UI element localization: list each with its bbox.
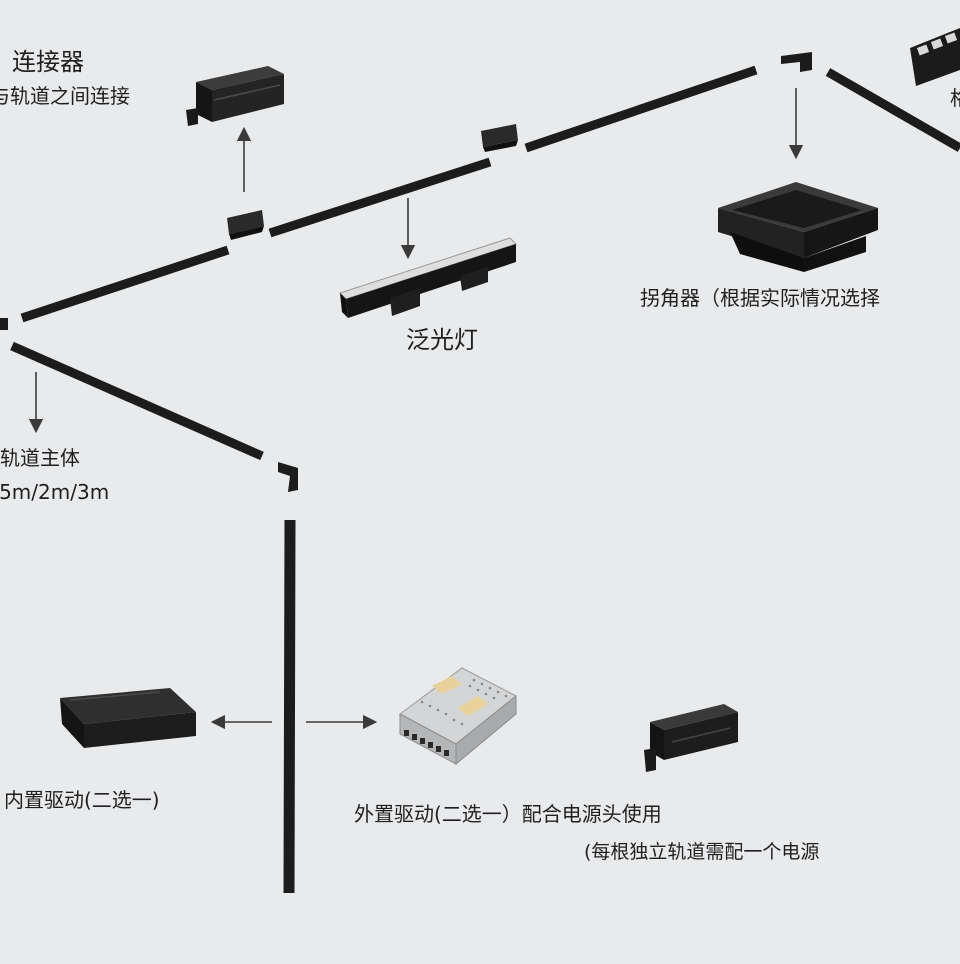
track-body-label: 磁吸轨道主体 (0, 446, 80, 470)
corner-unit-product (718, 182, 878, 272)
connector-title: 连接器 (12, 48, 84, 76)
internal-driver-label: 内置驱动(二选一) (4, 788, 160, 812)
grille-light-product (910, 28, 960, 86)
floodlight-label: 泛光灯 (406, 326, 478, 354)
track-segment (825, 68, 960, 152)
corner-unit-label: 拐角器（根据实际情况选择 (640, 286, 880, 310)
floodlight-product (339, 237, 517, 318)
arrows (28, 88, 804, 730)
connector-product (186, 66, 284, 126)
external-driver-label: 外置驱动(二选一）配合电源头使用 (354, 802, 662, 826)
track-corner-small (278, 462, 298, 492)
track-segment (20, 245, 230, 323)
track-segment (10, 341, 264, 461)
track-lengths-label: 1.5m/2m/3m (0, 480, 110, 504)
track-segment (268, 157, 492, 238)
power-feed-head-product (644, 704, 738, 772)
track-end-cap (0, 318, 8, 330)
top-right-product-label: 格 (950, 86, 960, 110)
track-segments (10, 65, 960, 894)
power-note-label: (每根独立轨道需配一个电源 (584, 841, 820, 863)
external-driver-product (399, 667, 517, 766)
track-segment (524, 65, 758, 153)
track-segment (283, 519, 296, 894)
track-joiner-small (227, 210, 264, 240)
track-corner-small (781, 52, 812, 72)
track-joiner-small (481, 124, 518, 152)
connector-description: 与轨道之间连接 (0, 84, 130, 108)
internal-driver-product (60, 688, 196, 748)
